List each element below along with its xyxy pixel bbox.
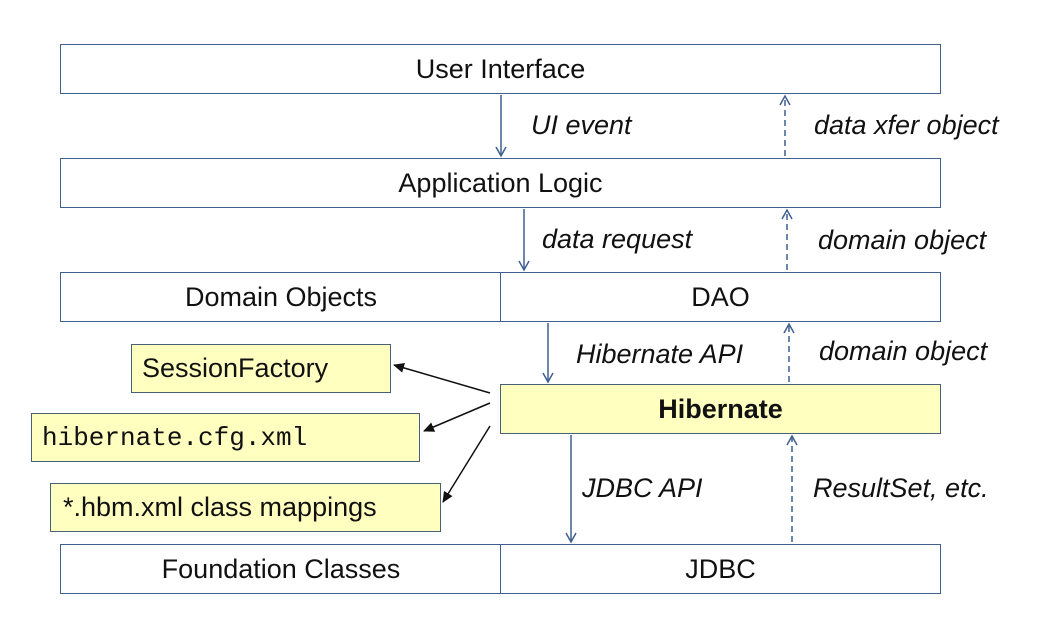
ui-event-label: UI event (531, 110, 632, 140)
data-request-label: data request (542, 224, 693, 254)
hibernate-api-label: Hibernate API (576, 339, 744, 369)
domain-object-label-2: domain object (819, 336, 988, 366)
dao-layer: DAO (500, 272, 941, 322)
to-session-factory-arrow (393, 363, 491, 394)
session-factory-label: SessionFactory (142, 353, 329, 383)
session-factory-box: SessionFactory (131, 344, 391, 393)
cfg-xml-label: hibernate.cfg.xml (42, 422, 308, 453)
cfg-xml-box: hibernate.cfg.xml (31, 413, 420, 462)
hbm-mappings-box: *.hbm.xml class mappings (50, 483, 441, 532)
user-interface-label: User Interface (415, 53, 586, 84)
dao-label: DAO (691, 281, 750, 312)
hibernate-layer: Hibernate (500, 384, 941, 434)
to-hbm-arrow (442, 425, 491, 503)
domain-objects-label: Domain Objects (184, 281, 378, 312)
resultset-label: ResultSet, etc. (813, 473, 989, 503)
user-interface-layer: User Interface (60, 44, 941, 94)
domain-objects-layer: Domain Objects (60, 272, 502, 322)
hbm-mappings-label: *.hbm.xml class mappings (63, 492, 377, 522)
domain-object-label-1: domain object (818, 225, 987, 255)
application-logic-label: Application Logic (398, 167, 603, 198)
application-logic-layer: Application Logic (60, 158, 941, 208)
jdbc-layer: JDBC (500, 544, 941, 594)
foundation-classes-layer: Foundation Classes (60, 544, 502, 594)
foundation-classes-label: Foundation Classes (161, 553, 401, 584)
to-cfg-xml-arrow (423, 402, 491, 432)
data-xfer-object-label: data xfer object (814, 110, 999, 140)
hibernate-label: Hibernate (658, 393, 783, 424)
jdbc-api-label: JDBC API (582, 473, 703, 503)
jdbc-label: JDBC (685, 553, 756, 584)
